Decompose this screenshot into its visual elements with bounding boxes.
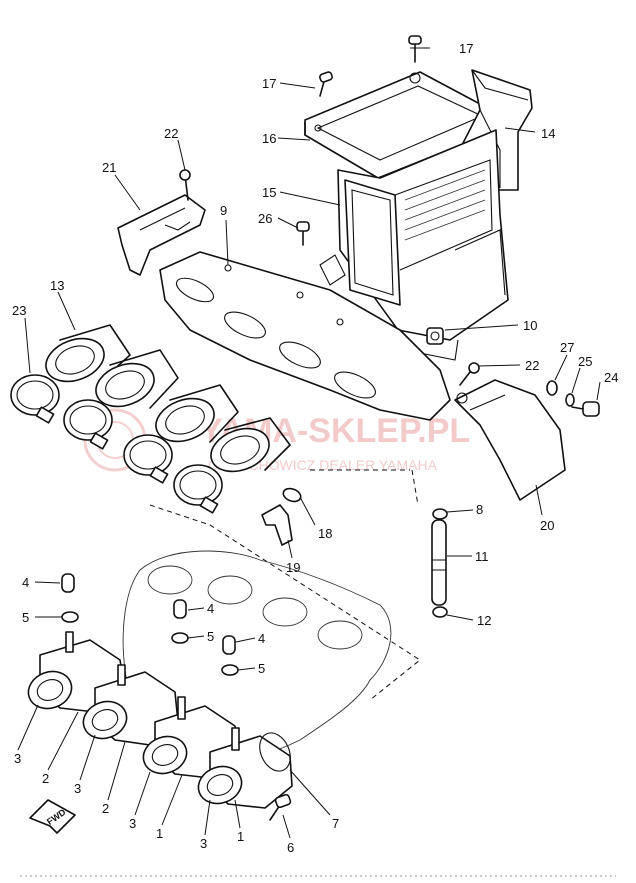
- callout-15: 15: [262, 185, 276, 200]
- callout-5-a: 5: [22, 610, 29, 625]
- callout-17-top: 17: [459, 41, 473, 56]
- callout-1-a: 1: [156, 826, 163, 841]
- callout-26: 26: [258, 211, 272, 226]
- bracket: [117, 194, 206, 276]
- screw-22-right: [459, 362, 480, 386]
- breather-18: [282, 487, 302, 503]
- washer-25: [565, 393, 575, 407]
- callout-21: 21: [102, 160, 116, 175]
- callout-3-d: 3: [200, 836, 207, 851]
- hose-11: [431, 519, 447, 606]
- callout-8: 8: [476, 502, 483, 517]
- callout-3-b: 3: [74, 781, 81, 796]
- callout-6: 6: [287, 840, 294, 855]
- fwd-arrow-icon: FWD: [29, 799, 76, 834]
- callout-11: 11: [475, 549, 489, 564]
- bolt-6: [269, 793, 292, 821]
- callout-3-a: 3: [14, 751, 21, 766]
- screw-17-left: [319, 71, 333, 97]
- filter-box: [337, 129, 509, 361]
- callout-18: 18: [318, 526, 332, 541]
- callout-1-b: 1: [237, 829, 244, 844]
- callout-27: 27: [560, 340, 574, 355]
- leader-lines: [17, 47, 601, 839]
- callout-13: 13: [50, 278, 64, 293]
- callout-24: 24: [604, 370, 618, 385]
- bolt-24: [571, 401, 600, 417]
- clip-8: [432, 508, 448, 520]
- callout-25: 25: [578, 354, 592, 369]
- callout-5-c: 5: [258, 661, 265, 676]
- callout-22-right: 22: [525, 358, 539, 373]
- flap: [454, 379, 566, 501]
- guide-lines: [149, 469, 421, 701]
- elbow-19: [261, 504, 293, 546]
- callout-labels: 17 17 16 14 15 26 9 22 21 13 23 10 22 27…: [12, 41, 618, 855]
- callout-3-c: 3: [129, 816, 136, 831]
- callout-4-b: 4: [207, 601, 214, 616]
- callout-16: 16: [262, 131, 276, 146]
- callout-10: 10: [523, 318, 537, 333]
- callout-7: 7: [332, 816, 339, 831]
- callout-5-b: 5: [207, 629, 214, 644]
- callout-22-top: 22: [164, 126, 178, 141]
- callout-12: 12: [477, 613, 491, 628]
- callout-4-c: 4: [258, 631, 265, 646]
- callout-14: 14: [541, 126, 555, 141]
- callout-9: 9: [220, 203, 227, 218]
- screw-17-top: [408, 35, 422, 63]
- manifolds: [27, 631, 293, 809]
- callout-2-b: 2: [102, 801, 109, 816]
- callout-23: 23: [12, 303, 26, 318]
- screw-26: [296, 221, 310, 246]
- clamps-and-joints: [10, 324, 291, 514]
- washer-27: [546, 380, 558, 396]
- clip-12: [432, 606, 448, 618]
- callout-20: 20: [540, 518, 554, 533]
- grommet-10: [426, 327, 444, 345]
- callout-19: 19: [286, 560, 300, 575]
- callout-4-a: 4: [22, 575, 29, 590]
- callout-2-a: 2: [42, 771, 49, 786]
- caps-4: [61, 573, 236, 655]
- callout-17-left: 17: [262, 76, 276, 91]
